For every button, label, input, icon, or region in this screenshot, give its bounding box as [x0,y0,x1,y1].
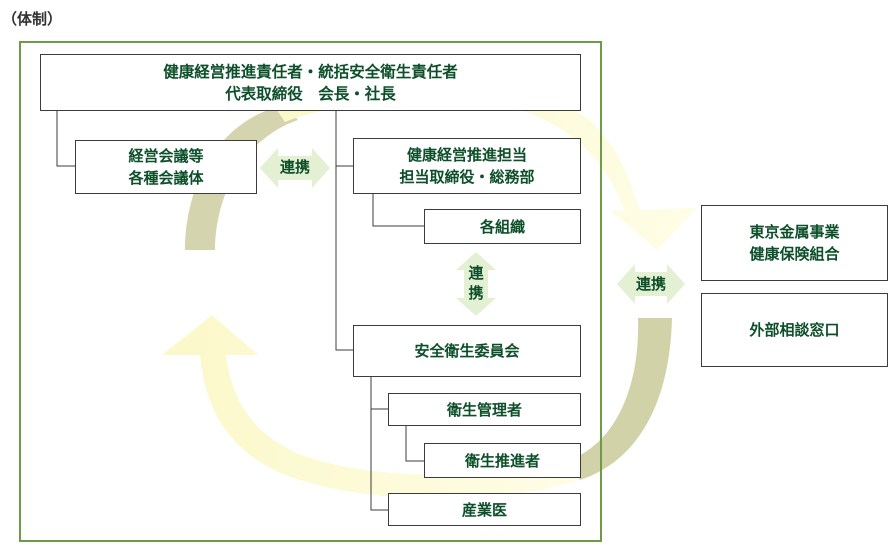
cycle-arc-right [570,318,672,480]
caption: （体制） [2,10,63,28]
link-label-org-safety-bottom: 携 [468,284,484,302]
link-label-external: 連携 [635,275,666,293]
promo-box-line1: 健康経営推進担当 [406,146,527,164]
meeting-box-line2: 各種会議体 [128,169,204,187]
doctor-box-label: 産業医 [461,500,507,519]
meeting-box: 経営会議等 各種会議体 [75,140,257,194]
top-responsible-box: 健康経営推進責任者・統括安全衛生責任者 代表取締役 会長・社長 [40,54,581,111]
connector-top-to-promo [335,110,353,351]
organization-frame [19,41,602,542]
promo-box-line2: 担当取締役・総務部 [399,168,535,186]
safety-box-label: 安全衛生委員会 [414,342,520,360]
occupational-doctor-box: 産業医 [388,493,581,526]
connector-safety-to-children [370,377,388,511]
link-arrow-meeting-promo [260,148,330,188]
external-consultation-box: 外部相談窓口 [701,293,888,367]
connector-promo-to-org [372,193,424,227]
health-promotion-box: 健康経営推進担当 担当取締役・総務部 [353,138,581,194]
promoter-box-label: 衛生推進者 [464,451,540,470]
health-manager-box: 衛生管理者 [388,393,581,426]
organizations-box: 各組織 [424,209,581,244]
link-arrow-external [617,264,685,304]
manager-box-label: 衛生管理者 [446,400,522,419]
connector-top-to-meeting [56,110,75,167]
safety-committee-box: 安全衛生委員会 [353,325,581,377]
link-label-org-safety-top: 連 [468,264,484,282]
health-insurance-box: 東京金属事業 健康保険組合 [701,205,888,281]
health-promoter-box: 衛生推進者 [424,443,581,478]
org-box-label: 各組織 [479,217,525,236]
link-arrow-org-safety [456,252,496,316]
insurance-box-line1: 東京金属事業 [749,223,840,241]
cycle-arc-upper-left [185,105,298,250]
connector-manager-to-promoter [405,425,424,462]
top-box-line1: 健康経営推進責任者・統括安全衛生責任者 [163,62,458,81]
link-label-meeting-promo: 連携 [279,158,310,176]
meeting-box-line1: 経営会議等 [128,147,204,165]
consult-box-label: 外部相談窓口 [749,321,840,339]
insurance-box-line2: 健康保険組合 [749,245,840,263]
cycle-arrow-top-right [270,79,697,250]
cycle-arrow-bottom-left [162,315,580,499]
top-box-line2: 代表取締役 会長・社長 [225,84,396,103]
